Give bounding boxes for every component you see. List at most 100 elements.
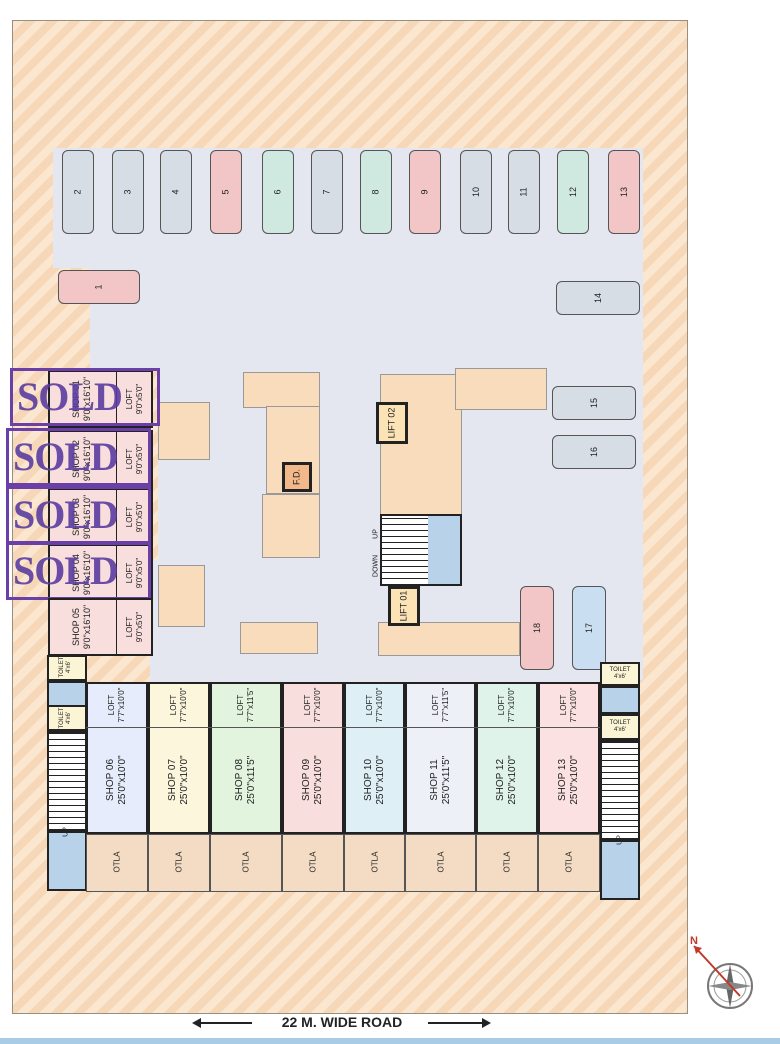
sold-stamp: SOLD xyxy=(6,542,151,600)
right-passage xyxy=(600,686,640,714)
front-shop-7 xyxy=(148,682,210,834)
north-compass-icon: N xyxy=(690,935,753,1009)
left-stair-up-label: UP xyxy=(62,827,70,837)
left-shop-loft-1 xyxy=(116,370,153,428)
right-staircase xyxy=(600,740,640,840)
left-shop-5 xyxy=(48,598,153,656)
road-arrow-left-head xyxy=(192,1018,201,1028)
parking-space-11: 11 xyxy=(508,150,540,234)
loft-divider xyxy=(538,727,600,728)
otla-11 xyxy=(405,834,476,892)
road-arrow-right-head xyxy=(482,1018,491,1028)
otla-label: OTLA xyxy=(241,851,251,873)
left-shop-loft-2 xyxy=(116,430,153,488)
left-shop-loft-5 xyxy=(116,598,153,656)
stair-down-label: DOWN xyxy=(372,554,380,578)
otla-8 xyxy=(210,834,282,892)
otla-label: OTLA xyxy=(174,851,184,873)
loft-divider xyxy=(344,727,405,728)
road-arrow-left xyxy=(196,1022,252,1024)
stair-landing xyxy=(428,516,460,584)
core-block xyxy=(243,372,320,408)
parking-space-15: 15 xyxy=(552,386,636,420)
otla-label: OTLA xyxy=(112,851,122,873)
otla-13 xyxy=(538,834,600,892)
otla-9 xyxy=(282,834,344,892)
sold-stamp: SOLD xyxy=(10,368,160,426)
lift-01 xyxy=(388,586,420,626)
loft-divider xyxy=(210,727,282,728)
otla-label: OTLA xyxy=(564,851,574,873)
otla-label: OTLA xyxy=(308,851,318,873)
parking-space-13: 13 xyxy=(608,150,640,234)
parking-space-17: 17 xyxy=(572,586,606,670)
front-shop-11 xyxy=(405,682,476,834)
parking-space-10: 10 xyxy=(460,150,492,234)
fire-duct-label: F.D. xyxy=(291,468,302,486)
otla-label: OTLA xyxy=(502,851,512,873)
parking-space-16: 16 xyxy=(552,435,636,469)
core-block xyxy=(240,622,318,654)
parking-space-8: 8 xyxy=(360,150,392,234)
core-block xyxy=(158,565,205,627)
parking-space-1: 1 xyxy=(58,270,140,304)
core-block xyxy=(378,622,520,656)
otla-label: OTLA xyxy=(436,851,445,873)
left-shop-loft-3 xyxy=(116,488,153,546)
loft-divider xyxy=(476,727,538,728)
parking-space-3: 3 xyxy=(112,150,144,234)
otla-7 xyxy=(148,834,210,892)
left-shop-3 xyxy=(48,488,153,546)
lift-02 xyxy=(376,402,408,444)
core-block xyxy=(158,402,210,460)
loft-divider xyxy=(148,727,210,728)
front-shop-12 xyxy=(476,682,538,834)
sold-stamp: SOLD xyxy=(6,428,151,486)
lift-01-label: LIFT 01 xyxy=(398,590,409,622)
front-shop-13 xyxy=(538,682,600,834)
parking-space-18: 18 xyxy=(520,586,554,670)
parking-space-12: 12 xyxy=(557,150,589,234)
right-stair-foot xyxy=(600,840,640,900)
road-label: 22 M. WIDE ROAD xyxy=(281,1014,403,1030)
road-arrow-right xyxy=(428,1022,484,1024)
fire-duct xyxy=(282,462,312,492)
parking-space-6: 6 xyxy=(262,150,294,234)
lift-02-label: LIFT 02 xyxy=(386,407,397,439)
bottom-blue-strip xyxy=(0,1038,780,1044)
parking-space-14: 14 xyxy=(556,281,640,315)
front-shop-9 xyxy=(282,682,344,834)
parking-space-7: 7 xyxy=(311,150,343,234)
loft-divider xyxy=(405,727,476,728)
otla-6 xyxy=(86,834,148,892)
parking-space-4: 4 xyxy=(160,150,192,234)
stair-up-label: UP xyxy=(372,529,380,539)
left-shop-1 xyxy=(48,370,153,428)
parking-space-2: 2 xyxy=(62,150,94,234)
north-letter: N xyxy=(690,935,698,947)
left-stair-foot xyxy=(47,831,87,891)
toilet-right-1 xyxy=(600,662,640,686)
left-shop-loft-4 xyxy=(116,544,153,602)
toilet-right-2 xyxy=(600,714,640,740)
front-shop-10 xyxy=(344,682,405,834)
